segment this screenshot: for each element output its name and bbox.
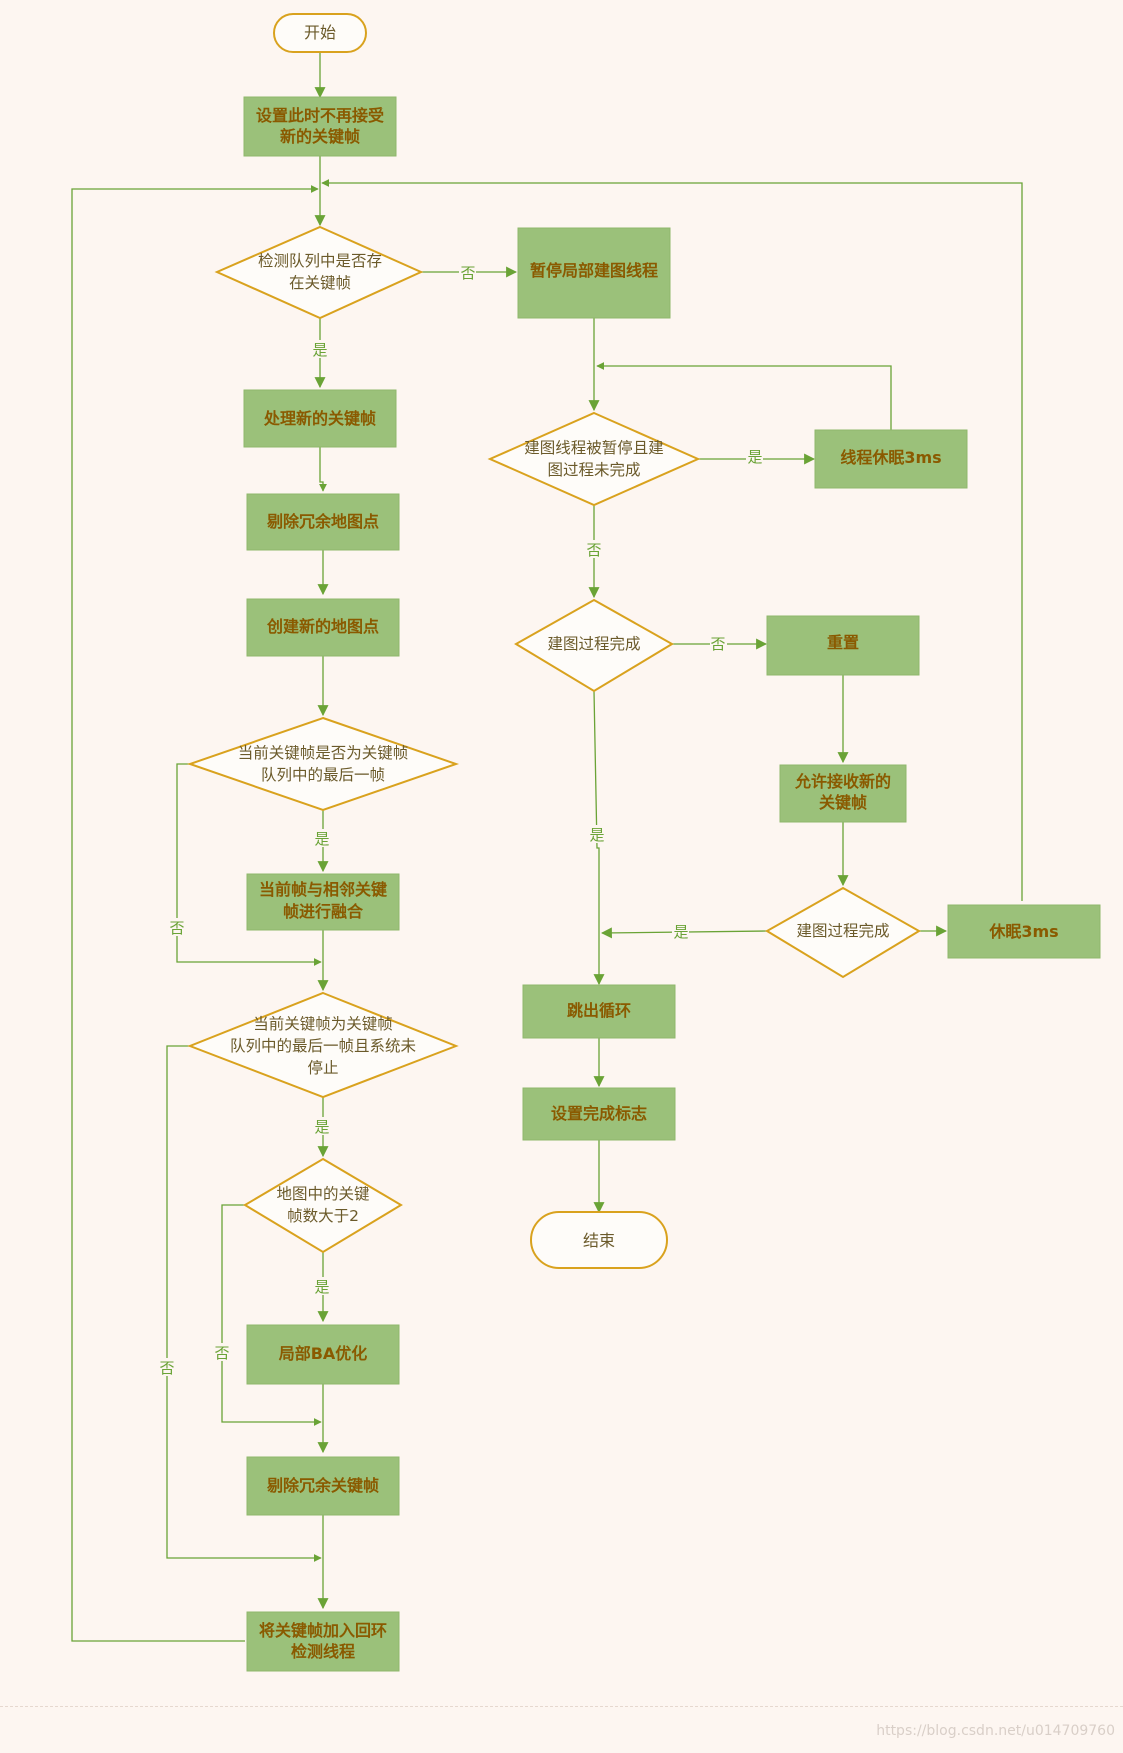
edge-mapgt2-no: [221, 1204, 322, 1426]
box-break-loop: 跳出循环: [522, 984, 676, 1039]
diamond-text: 帧数大于2: [287, 1207, 359, 1225]
box-sleep-3ms-b: 休眠3ms: [947, 904, 1101, 959]
edge-process-cullpoints: [319, 447, 327, 492]
box-set-finish: 设置完成标志: [522, 1087, 676, 1141]
process-boxes: 设置此时不再接受 新的关键帧 处理新的关键帧 剔除冗余地图点 创建新的地图点 当…: [243, 96, 1101, 1672]
diamond-text: 检测队列中是否存: [258, 252, 382, 270]
diamond-check-queue: 检测队列中是否存 在关键帧: [214, 225, 424, 320]
box-text: 当前帧与相邻关键: [259, 880, 387, 899]
box-text: 检测线程: [291, 1642, 355, 1661]
diamond-text: 当前关键帧为关键帧: [253, 1015, 393, 1033]
start-label: 开始: [304, 23, 336, 42]
box-text: 处理新的关键帧: [263, 409, 376, 428]
box-text: 暂停局部建图线程: [530, 261, 658, 280]
label-yes: 是: [314, 1118, 329, 1136]
box-process-kf: 处理新的关键帧: [243, 389, 397, 448]
box-cull-kf: 剔除冗余关键帧: [246, 1456, 400, 1516]
diamond-mapping-done-b: 建图过程完成: [765, 886, 921, 979]
box-text: 重置: [827, 633, 859, 652]
edge-labels: 是 否 是 否 是 否 是 否 是 否 否 是 是: [158, 263, 763, 1377]
diamond-text: 停止: [307, 1059, 338, 1077]
label-yes: 是: [673, 923, 688, 941]
diamond-text: 地图中的关键: [276, 1185, 369, 1203]
box-create-points: 创建新的地图点: [246, 598, 400, 657]
box-sleep-3ms-a: 线程休眠3ms: [814, 429, 968, 489]
box-allow-accept: 允许接收新的 关键帧: [779, 764, 907, 823]
edge-islast-no: [176, 763, 322, 966]
box-text: 线程休眠3ms: [840, 448, 941, 467]
watermark: https://blog.csdn.net/u014709760: [876, 1723, 1115, 1739]
terminal-start: 开始: [273, 13, 367, 53]
box-text: 创建新的地图点: [266, 617, 379, 636]
box-text: 跳出循环: [567, 1001, 631, 1020]
box-text: 允许接收新的: [794, 772, 891, 791]
box-reset: 重置: [766, 615, 920, 676]
diamond-paused-not-done: 建图线程被暂停且建 图过程未完成: [487, 411, 701, 507]
decision-diamonds: 检测队列中是否存 在关键帧 当前关键帧是否为关键帧 队列中的最后一帧 当前关键帧…: [186, 225, 921, 1254]
box-text: 设置此时不再接受: [256, 106, 384, 125]
box-local-ba: 局部BA优化: [246, 1324, 400, 1385]
box-fuse: 当前帧与相邻关键 帧进行融合: [246, 873, 400, 931]
label-yes: 是: [314, 1278, 329, 1296]
diamond-text: 在关键帧: [289, 274, 351, 292]
label-no: 否: [710, 635, 725, 653]
edge-loopback-left: [71, 185, 319, 1642]
diamond-text: 当前关键帧是否为关键帧: [238, 744, 409, 762]
box-pause-mapping: 暂停局部建图线程: [517, 227, 671, 319]
edge-sleep-back: [596, 362, 892, 430]
label-no: 否: [460, 264, 475, 282]
edge-done-break: [593, 690, 605, 986]
label-no: 否: [159, 1359, 174, 1377]
footer-divider: [0, 1706, 1123, 1707]
diamond-text: 建图线程被暂停且建: [524, 439, 664, 457]
box-set-no-accept: 设置此时不再接受 新的关键帧: [243, 96, 397, 157]
edge-loopback-right: [321, 179, 1023, 901]
label-no: 否: [214, 1344, 229, 1362]
label-no: 否: [586, 541, 601, 559]
diamond-mapping-done-a: 建图过程完成: [514, 598, 674, 693]
label-no: 否: [169, 919, 184, 937]
box-text: 设置完成标志: [551, 1104, 647, 1123]
diamond-text: 建图过程完成: [547, 635, 640, 653]
edge-lastnotstop-no: [166, 1045, 322, 1562]
box-insert-loop: 将关键帧加入回环 检测线程: [246, 1611, 400, 1672]
label-yes: 是: [312, 341, 327, 359]
terminal-end: 结束: [530, 1211, 668, 1269]
box-text: 关键帧: [819, 793, 867, 812]
box-text: 将关键帧加入回环: [259, 1621, 387, 1640]
box-text: 局部BA优化: [279, 1344, 368, 1363]
diamond-last-and-not-stop: 当前关键帧为关键帧 队列中的最后一帧且系统未 停止: [187, 991, 459, 1099]
box-text: 剔除冗余地图点: [266, 512, 379, 531]
end-label: 结束: [583, 1231, 615, 1250]
diamond-text: 建图过程完成: [796, 922, 889, 940]
label-yes: 是: [314, 830, 329, 848]
label-yes: 是: [747, 448, 762, 466]
diamond-text: 队列中的最后一帧: [261, 766, 385, 784]
box-cull-points: 剔除冗余地图点: [246, 493, 400, 551]
box-text: 休眠3ms: [988, 922, 1058, 941]
box-text: 剔除冗余关键帧: [266, 1476, 379, 1495]
box-text: 新的关键帧: [280, 127, 360, 146]
label-yes: 是: [589, 826, 604, 844]
diamond-map-gt2: 地图中的关键 帧数大于2: [243, 1157, 403, 1254]
diamond-is-last: 当前关键帧是否为关键帧 队列中的最后一帧: [186, 716, 460, 812]
box-text: 帧进行融合: [283, 902, 364, 921]
diamond-text: 图过程未完成: [547, 461, 640, 479]
diamond-text: 队列中的最后一帧且系统未: [230, 1037, 416, 1055]
